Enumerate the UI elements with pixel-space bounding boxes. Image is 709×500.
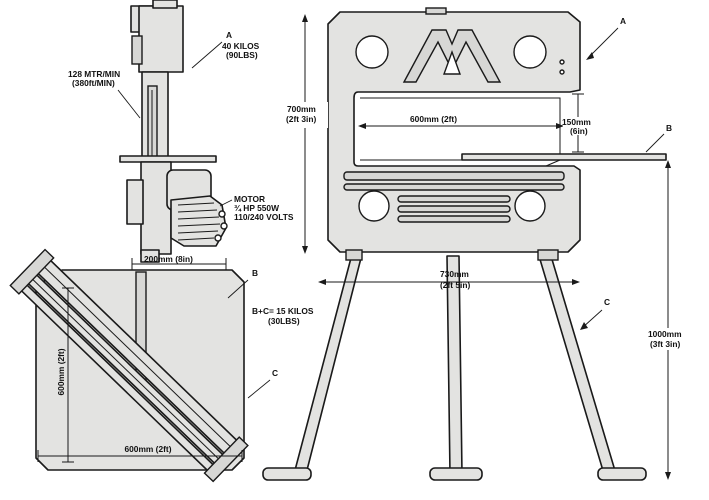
front-callout-c: C (604, 297, 610, 307)
frame-height-label: 700mm (287, 104, 316, 114)
table-callout-c: C (272, 368, 278, 378)
side-base (140, 249, 160, 263)
side-weight-callout: A (226, 30, 232, 40)
combined-weight-imperial: (30LBS) (268, 316, 300, 326)
front-frame-body (327, 11, 581, 253)
front-view-labels: A 700mm (2ft 3in) 600mm (2ft) 150mm (6in… (284, 14, 692, 480)
base-width-imperial: (2ft 5in) (440, 280, 470, 290)
base-depth-label: 200mm (8in) (144, 254, 193, 264)
motor-voltage: 110/240 VOLTS (234, 212, 294, 222)
front-base-pad-right (537, 249, 559, 261)
frame-height-imperial: (2ft 3in) (286, 114, 316, 124)
front-lower-grill-top (343, 171, 565, 181)
side-view-machine (119, 0, 228, 263)
combined-weight-label: B+C= 15 KILOS (252, 306, 314, 316)
fence-end-cap-left (9, 248, 55, 295)
motor-power: ¾ HP 550W (234, 203, 279, 213)
front-foot-left (262, 467, 312, 481)
front-leg-right (538, 255, 617, 475)
side-top-cap (152, 0, 178, 9)
overall-height-label: 1000mm (648, 329, 682, 339)
side-tension-knob (131, 35, 143, 65)
side-upper-frame (138, 5, 184, 73)
throat-height-label: 150mm (562, 117, 591, 127)
front-foot-right (597, 467, 647, 481)
table-plan-view: B B+C= 15 KILOS (30LBS) C 600mm (2ft) 60… (9, 248, 314, 483)
table-depth-label: 600mm (2ft) (56, 348, 66, 395)
side-view-labels: A 40 KILOS (90LBS) 128 MTR/MIN (380ft/MI… (68, 30, 294, 270)
table-callout-b: B (252, 268, 258, 278)
front-foot-middle (429, 467, 483, 481)
front-tension-knob (425, 7, 447, 15)
side-lower-housing (126, 179, 144, 225)
side-table-edge (119, 155, 217, 163)
front-view-machine (262, 7, 667, 481)
front-upper-hole-left (355, 35, 389, 69)
front-callout-b: B (666, 123, 672, 133)
overall-height-imperial: (3ft 3in) (650, 339, 680, 349)
front-base-pad-left (345, 249, 363, 261)
throat-height-imperial: (6in) (570, 126, 588, 136)
front-lower-hole-left (358, 190, 390, 222)
throat-width-label: 600mm (2ft) (410, 114, 457, 124)
base-width-label: 730mm (440, 269, 469, 279)
front-leg-left (293, 257, 362, 475)
front-upper-hole-right (513, 35, 547, 69)
side-weight-label: 40 KILOS (222, 41, 260, 51)
fence-end-cap-right (203, 436, 249, 483)
motor-title: MOTOR (234, 194, 265, 204)
front-lower-hole-right (514, 190, 546, 222)
side-speed-label: 128 MTR/MIN (68, 69, 120, 79)
front-callout-a: A (620, 16, 626, 26)
front-table (461, 153, 667, 161)
side-weight-imperial: (90LBS) (226, 50, 258, 60)
table-width-label: 600mm (2ft) (124, 444, 171, 454)
side-lower-column (140, 161, 172, 255)
side-speed-imperial: (380ft/MIN) (72, 78, 115, 88)
